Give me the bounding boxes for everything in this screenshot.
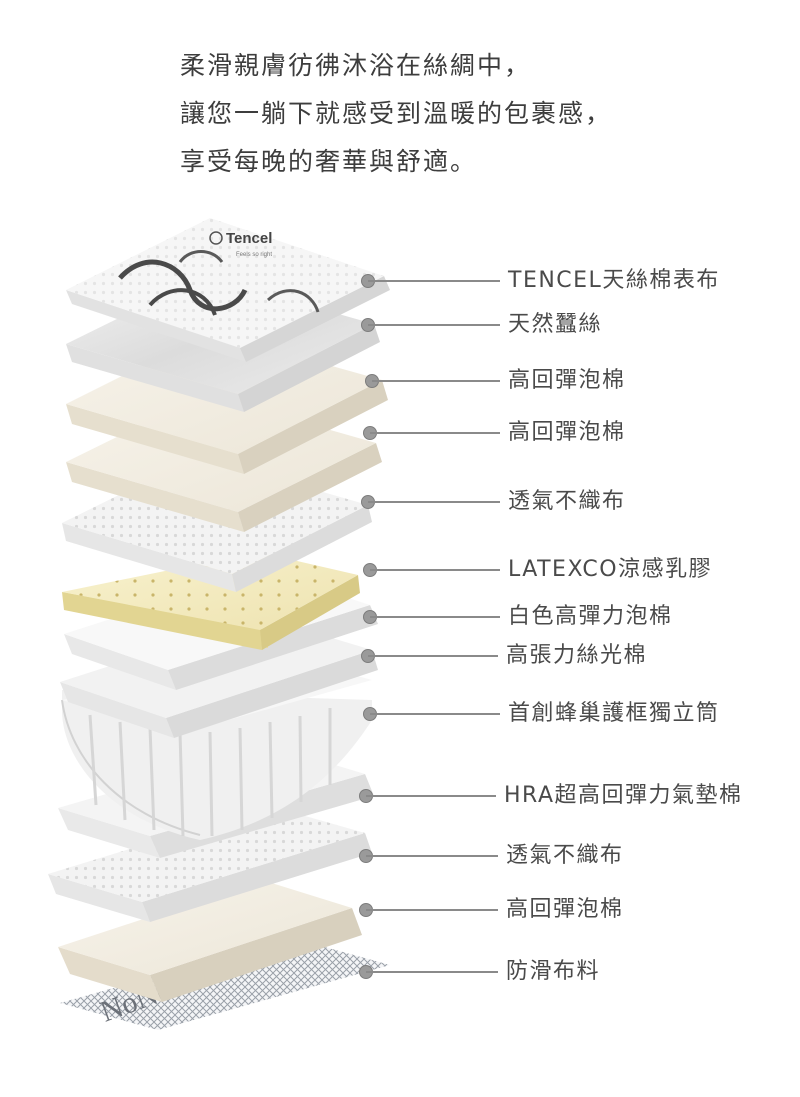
layer-label: 防滑布料 <box>506 959 601 984</box>
callout-line <box>366 971 498 973</box>
callout-line <box>366 855 498 857</box>
tencel-logo-sub: Feels so right <box>236 252 272 258</box>
callout-line <box>368 324 500 326</box>
layer-label: 高回彈泡棉 <box>508 368 626 393</box>
intro-line-2: 讓您一躺下就感受到溫暖的包裹感， <box>180 99 613 128</box>
callout-line <box>370 713 500 715</box>
layer-label: 高張力絲光棉 <box>506 643 648 668</box>
intro-text: 柔滑親膚彷彿沐浴在絲綢中， 讓您一躺下就感受到溫暖的包裹感， 享受每晚的奢華與舒… <box>180 42 780 186</box>
callout-line <box>368 280 500 282</box>
layer-label: 透氣不織布 <box>508 489 626 514</box>
layer-label: TENCEL天絲棉表布 <box>508 268 720 293</box>
intro-line-3: 享受每晚的奢華與舒適。 <box>180 147 478 176</box>
callout-line <box>366 795 496 797</box>
callout-line <box>370 569 500 571</box>
layer-label: 高回彈泡棉 <box>506 897 624 922</box>
layer-label: HRA超高回彈力氣墊棉 <box>504 783 743 808</box>
layer-label: 透氣不織布 <box>506 843 624 868</box>
callout-line <box>366 909 498 911</box>
tencel-logo-icon <box>209 231 223 245</box>
layer-label: LATEXCO涼感乳膠 <box>508 557 713 582</box>
callout-line <box>368 655 498 657</box>
layer-tencel-fabric: Tencel Feels so right <box>66 218 390 362</box>
callout-line <box>372 380 500 382</box>
layer-foam-bottom <box>58 880 362 1002</box>
layer-latex <box>62 552 360 650</box>
layer-nonwoven-bottom <box>48 806 372 922</box>
layer-label: 首創蜂巢護框獨立筒 <box>508 701 720 726</box>
layer-label: 天然蠶絲 <box>508 312 603 337</box>
callout-line <box>370 432 500 434</box>
intro-line-1: 柔滑親膚彷彿沐浴在絲綢中， <box>180 51 532 80</box>
callout-line <box>368 501 500 503</box>
tencel-logo-text: Tencel <box>226 230 272 247</box>
layer-label: 白色高彈力泡棉 <box>508 604 673 629</box>
layer-label: 高回彈泡棉 <box>508 420 626 445</box>
callout-line <box>370 616 500 618</box>
